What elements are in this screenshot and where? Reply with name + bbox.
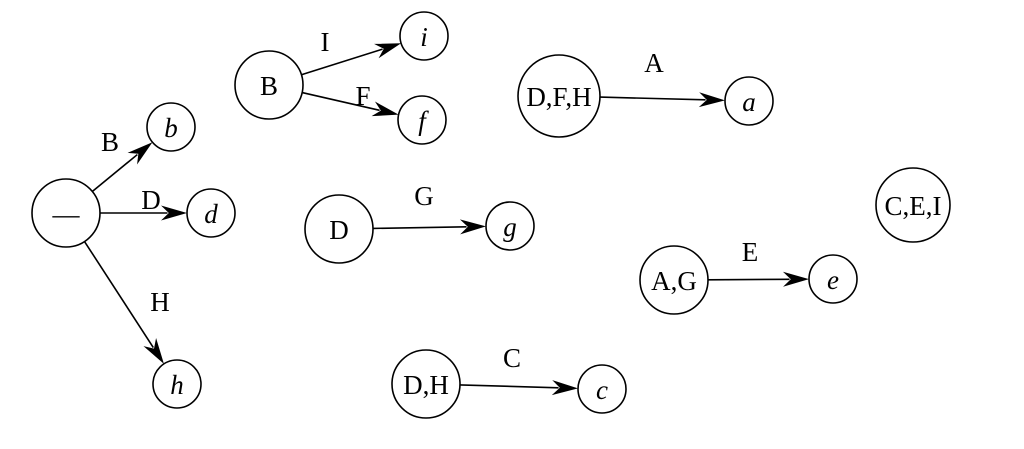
node-circle (639, 245, 709, 315)
state-node-b: b (146, 102, 196, 152)
edge-B-i: I (301, 27, 402, 76)
node-label: — (52, 199, 81, 229)
node-label: a (742, 87, 756, 117)
state-node-B: B (234, 50, 304, 120)
node-circle (304, 194, 374, 264)
edge-line (599, 96, 706, 101)
state-node-e: e (808, 254, 858, 304)
edge-DH-c: C (459, 343, 579, 396)
edge-line (301, 48, 383, 76)
node-circle (517, 54, 601, 138)
edge-line (91, 153, 138, 193)
state-node-root: — (31, 178, 101, 248)
node-label: f (418, 106, 429, 136)
arrowhead (551, 380, 579, 396)
state-node-AG: A,G (639, 245, 709, 315)
arrowhead (143, 337, 164, 364)
edge-root-h: H (83, 241, 170, 364)
node-label: c (596, 375, 608, 405)
state-node-DH: D,H (391, 349, 461, 419)
node-label: d (204, 199, 218, 229)
node-circle (577, 364, 627, 414)
edge-label: A (644, 48, 664, 78)
node-circle (31, 178, 101, 248)
edge-DFH-a: A (599, 48, 726, 108)
node-label: i (420, 22, 428, 52)
node-circle (399, 11, 449, 61)
edge-B-f: F (301, 81, 399, 117)
edge-label: C (503, 343, 521, 373)
arrowhead (127, 142, 153, 165)
edge-line (707, 278, 790, 281)
edge-root-b: B (91, 127, 153, 193)
edge-label: I (321, 27, 330, 57)
node-circle (391, 349, 461, 419)
node-circle (875, 167, 951, 243)
state-node-d: d (186, 188, 236, 238)
node-circle (152, 359, 202, 409)
node-circle (808, 254, 858, 304)
state-node-a: a (724, 76, 774, 126)
arrowhead (371, 101, 399, 117)
node-label: h (170, 370, 184, 400)
arrowhead (782, 271, 809, 287)
node-label: B (260, 71, 278, 101)
arrowhead (374, 43, 402, 59)
arrowhead (459, 219, 486, 235)
node-label: D (329, 215, 349, 245)
state-node-c: c (577, 364, 627, 414)
edge-label: G (414, 181, 434, 211)
node-label: A,G (651, 266, 697, 296)
arrowhead (161, 205, 187, 221)
node-circle (397, 95, 447, 145)
node-label: D,F,H (526, 82, 591, 112)
node-circle (186, 188, 236, 238)
node-label: e (827, 265, 839, 295)
state-node-D: D (304, 194, 374, 264)
edge-line (83, 241, 154, 348)
node-circle (234, 50, 304, 120)
state-node-DFH: D,F,H (517, 54, 601, 138)
node-circle (724, 76, 774, 126)
edge-label: F (355, 81, 370, 111)
node-label: b (164, 113, 178, 143)
node-label: g (503, 212, 517, 242)
node-label: D,H (403, 370, 449, 400)
node-label: C,E,I (885, 191, 942, 221)
state-node-h: h (152, 359, 202, 409)
node-circle (146, 102, 196, 152)
state-node-i: i (399, 11, 449, 61)
edge-label: D (141, 185, 161, 215)
edge-D-g: G (372, 181, 486, 235)
arrowhead (698, 92, 726, 108)
edge-line (459, 384, 559, 389)
edge-line (301, 91, 380, 112)
state-node-CEI: C,E,I (875, 167, 951, 243)
edge-label: E (742, 237, 759, 267)
state-node-f: f (397, 95, 447, 145)
edge-label: B (101, 127, 119, 157)
edge-line (372, 225, 467, 230)
state-node-g: g (485, 201, 535, 251)
edge-root-d: D (100, 185, 187, 221)
edge-label: H (150, 287, 170, 317)
edge-AG-e: E (707, 237, 809, 287)
node-circle (485, 201, 535, 251)
